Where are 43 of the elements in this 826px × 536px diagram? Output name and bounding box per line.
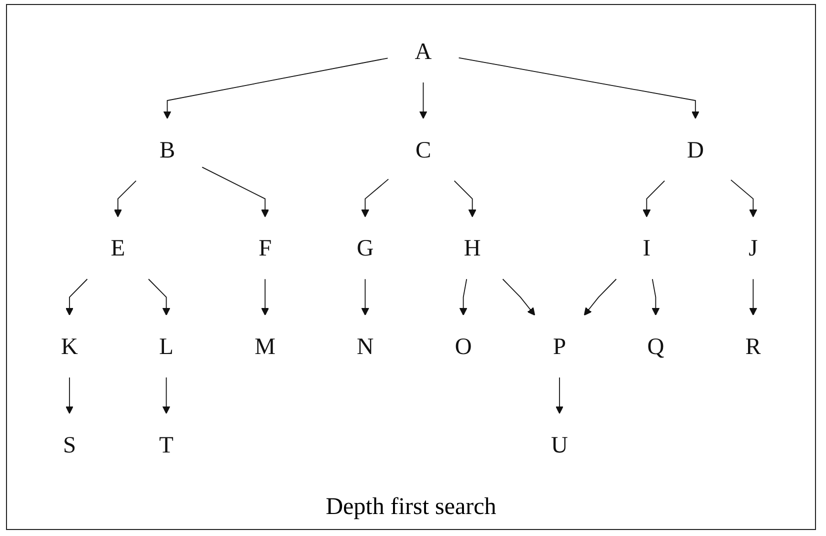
node-text: B [159,136,176,162]
node-text: I [642,234,651,261]
arrow [66,376,74,414]
arrow [361,278,370,316]
arrow [202,166,270,217]
node-text: H [464,234,481,261]
arrow [652,278,660,316]
node-text: C [415,136,432,162]
arrow [584,278,617,316]
node-text: G [356,234,374,261]
node-text: D [686,136,704,162]
arrow [749,278,758,316]
node-text: R [745,332,761,359]
arrow [459,278,468,316]
node-text: K [61,332,78,359]
node-text: M [254,332,276,359]
arrow [261,278,270,316]
node-text: T [159,431,174,458]
node-text: F [258,234,272,261]
node-text: S [62,431,76,458]
node-text: P [552,332,566,359]
node-text: U [551,431,568,458]
node-text: E [110,234,126,261]
arrow [454,180,476,217]
arrow [730,178,758,217]
arrow [556,376,564,414]
arrow [148,278,170,316]
arrow [642,180,665,217]
node-text: J [748,234,758,261]
node-text: Q [647,332,664,359]
node-text: L [159,332,174,359]
arrow [114,180,136,217]
caption: Depth first search [326,494,496,521]
node-text: O [454,332,472,359]
arrow [361,178,389,217]
arrow [163,57,388,118]
arrow [66,278,88,316]
arrow [502,278,536,316]
arrow [458,56,700,118]
node-text: A [414,38,432,64]
node-text: N [356,332,374,359]
arrow [162,376,170,414]
arrow [419,82,428,118]
